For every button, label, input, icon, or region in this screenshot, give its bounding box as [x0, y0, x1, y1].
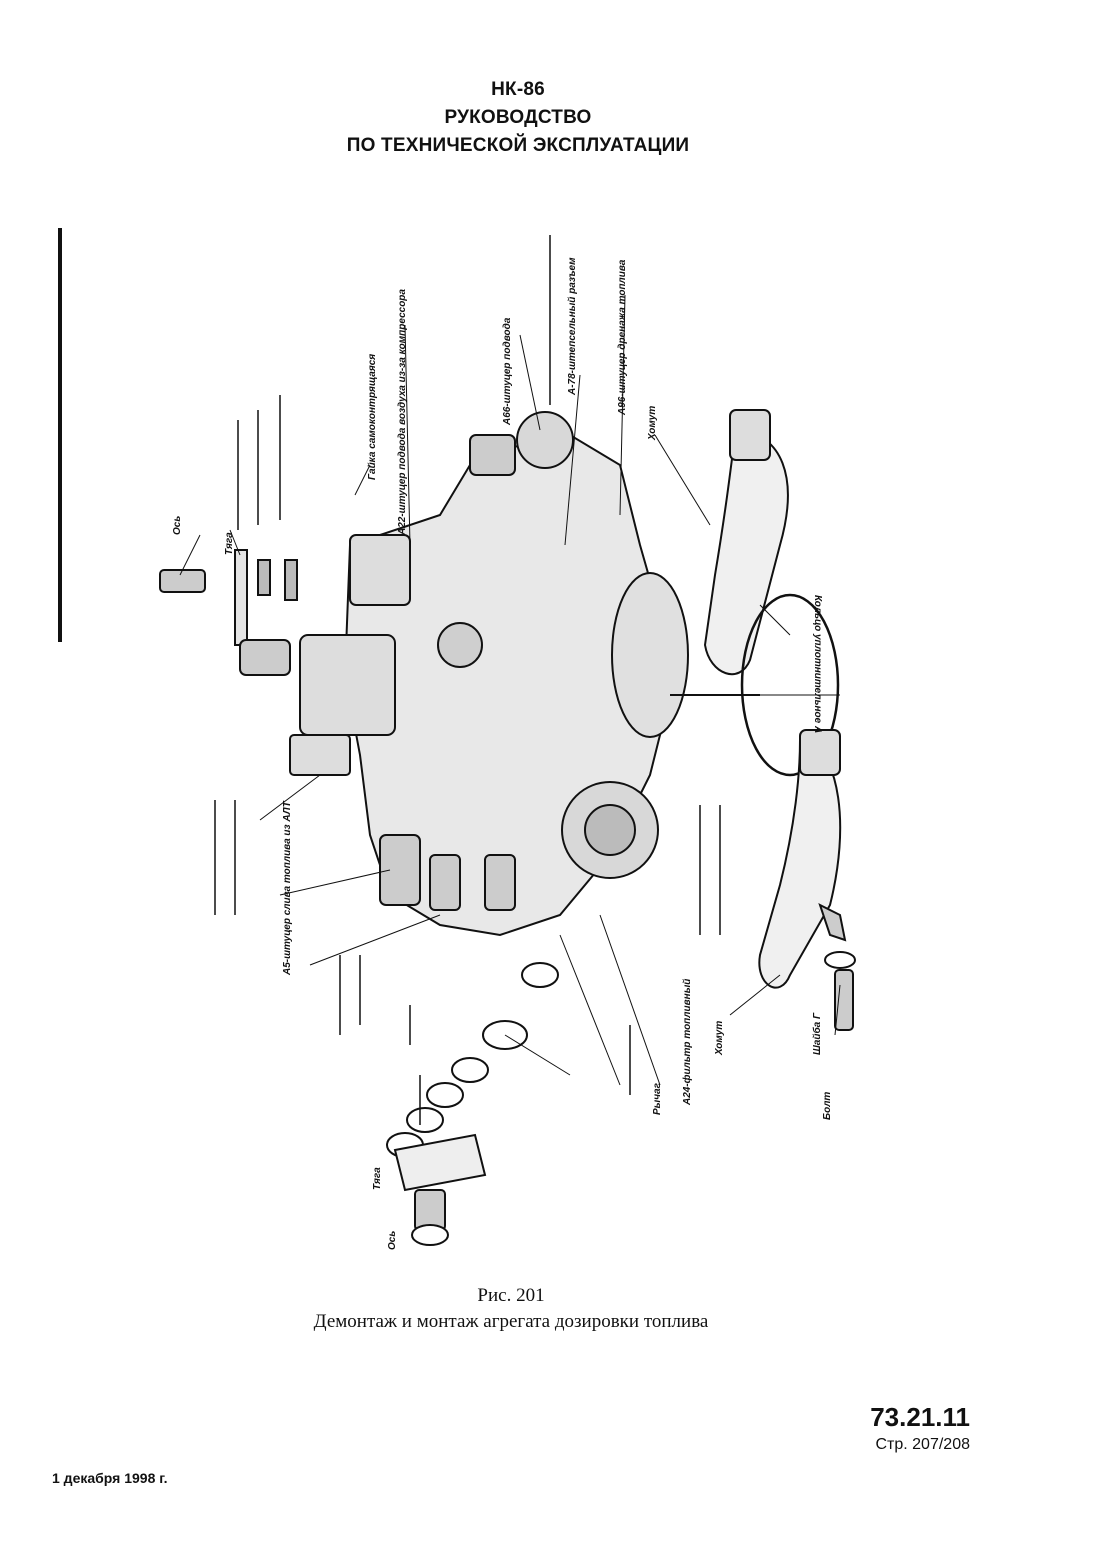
manual-title: РУКОВОДСТВО: [444, 107, 592, 128]
manual-code: НК-86: [491, 79, 545, 100]
label-tyaga-bottom: Тяга: [372, 1167, 383, 1190]
exploded-view-figure: Ось Тяга А22-штуцер подвода воздуха из-з…: [159, 235, 856, 1250]
label-khomut-bottom: Хомут: [714, 1021, 725, 1056]
label-a5: А5-штуцер слива топлива из АЛТ: [282, 800, 293, 976]
label-tyaga-top: Тяга: [224, 532, 235, 555]
label-gaika: Гайка самоконтрящаяся: [367, 354, 378, 480]
label-shaiba-g: Шайба Г: [811, 1012, 823, 1055]
fuel-metering-unit-drawing: [159, 409, 856, 1246]
figure-number: Рис. 201: [477, 1285, 545, 1306]
document-header: НК-86 РУКОВОДСТВО ПО ТЕХНИЧЕСКОЙ ЭКСПЛУА…: [0, 76, 1036, 160]
illegible-labels: [214, 235, 721, 1125]
figure-caption: Рис. 201 Демонтаж и монтаж агрегата дози…: [0, 1283, 1022, 1335]
label-a96: А96-штуцер дренажа топлива: [617, 259, 628, 416]
margin-change-bar: [58, 228, 62, 642]
label-a22: А22-штуцер подвода воздуха из-за компрес…: [397, 289, 408, 536]
section-number: 73.21.11: [870, 1402, 970, 1432]
label-a24: А24-фильтр топливный: [681, 979, 693, 1106]
label-bolt: Болт: [822, 1092, 833, 1120]
leader-lines: [179, 294, 841, 1086]
page-number: Стр. 207/208: [875, 1436, 970, 1453]
revision-date: 1 декабря 1998 г.: [52, 1470, 168, 1486]
figure-labels: Ось Тяга А22-штуцер подвода воздуха из-з…: [172, 257, 833, 1250]
label-os-bottom: Ось: [387, 1231, 398, 1250]
label-rychag: Рычаг: [652, 1082, 663, 1115]
label-khomut-top: Хомут: [647, 406, 658, 441]
label-a66: А66-штуцер подвода: [502, 317, 513, 426]
label-os-top: Ось: [172, 516, 183, 535]
figure-title: Демонтаж и монтаж агрегата дозировки топ…: [313, 1311, 709, 1332]
label-a78: А-78-штепсельный разъем: [567, 257, 578, 396]
label-koltso: Кольцо уплотнительное А: [812, 595, 823, 733]
manual-subtitle: ПО ТЕХНИЧЕСКОЙ ЭКСПЛУАТАЦИИ: [346, 135, 690, 156]
